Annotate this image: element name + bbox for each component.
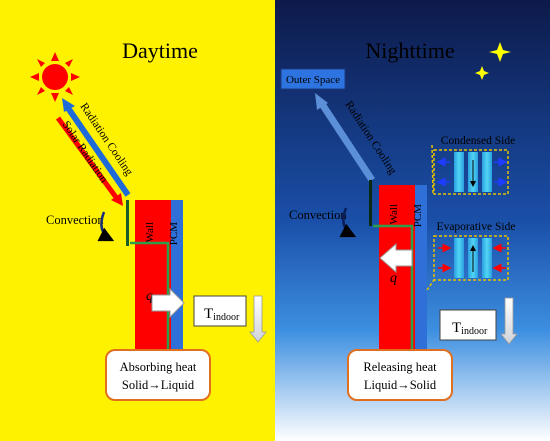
- sun-icon: [30, 52, 80, 102]
- day-heat-flux-arrow: [151, 287, 185, 319]
- night-q-label: q: [390, 271, 397, 286]
- solar-radiation-arrow: [55, 116, 121, 202]
- star-icon: [475, 66, 489, 80]
- day-wall-label: Wall: [144, 222, 156, 243]
- night-wall: [379, 185, 415, 352]
- night-t-indoor-box: [439, 309, 497, 341]
- solar-radiation-arrowhead: [111, 193, 123, 206]
- day-radiation-cooling-arrow: [65, 106, 131, 197]
- day-status-line1: Absorbing heat: [120, 360, 197, 374]
- night-pcm: [415, 185, 427, 352]
- condensed-side-inset: [436, 152, 508, 192]
- condensed-side-label: Condensed Side: [441, 135, 515, 147]
- outer-space-label: Outer Space: [286, 74, 340, 86]
- day-coating: [126, 200, 129, 246]
- day-pcm-label: PCM: [168, 222, 180, 245]
- night-heat-flux-arrow: [379, 242, 413, 274]
- day-t-indoor-label: Tindoor: [204, 306, 240, 323]
- day-radiation-cooling-arrowhead: [62, 98, 75, 112]
- evaporative-side-box: [433, 235, 509, 281]
- day-title: Daytime: [122, 38, 198, 63]
- night-heat-pipe: [373, 224, 414, 352]
- star-icon: [489, 42, 511, 62]
- night-t-indoor-label: Tindoor: [452, 320, 488, 337]
- day-temperature-down-arrow: [249, 295, 267, 343]
- night-pcm-label: PCM: [412, 204, 424, 227]
- day-q-label: q: [146, 289, 153, 304]
- condensed-leader-line: [431, 144, 434, 194]
- day-pcm: [171, 200, 183, 352]
- evaporative-side-label: Evaporative Side: [437, 221, 516, 233]
- outer-space-box: [280, 68, 346, 90]
- day-t-indoor-box: [193, 295, 247, 327]
- day-wall: [135, 200, 171, 352]
- night-status-box: [347, 349, 453, 401]
- day-heat-pipe: [130, 241, 170, 352]
- night-title: Nighttime: [365, 38, 454, 63]
- day-convection-arrow: [97, 211, 115, 242]
- evaporative-leader-line: [426, 279, 435, 291]
- night-status-line1: Releasing heat: [363, 360, 437, 374]
- day-convection-label: Convection: [46, 213, 104, 227]
- night-radiation-cooling-arrow: [319, 102, 375, 182]
- night-wall-label: Wall: [388, 204, 400, 225]
- night-coating: [369, 180, 372, 226]
- night-radiation-cooling-arrowhead: [315, 93, 328, 110]
- condensed-side-box: [433, 149, 509, 195]
- night-status-line2: Liquid→Solid: [364, 378, 437, 392]
- evaporative-side-inset: [438, 238, 506, 278]
- night-convection-arrow: [339, 207, 357, 238]
- night-convection-label: Convection: [289, 208, 347, 222]
- night-temperature-down-arrow: [500, 297, 518, 345]
- day-status-box: [105, 349, 211, 401]
- day-status-line2: Solid→Liquid: [122, 378, 195, 392]
